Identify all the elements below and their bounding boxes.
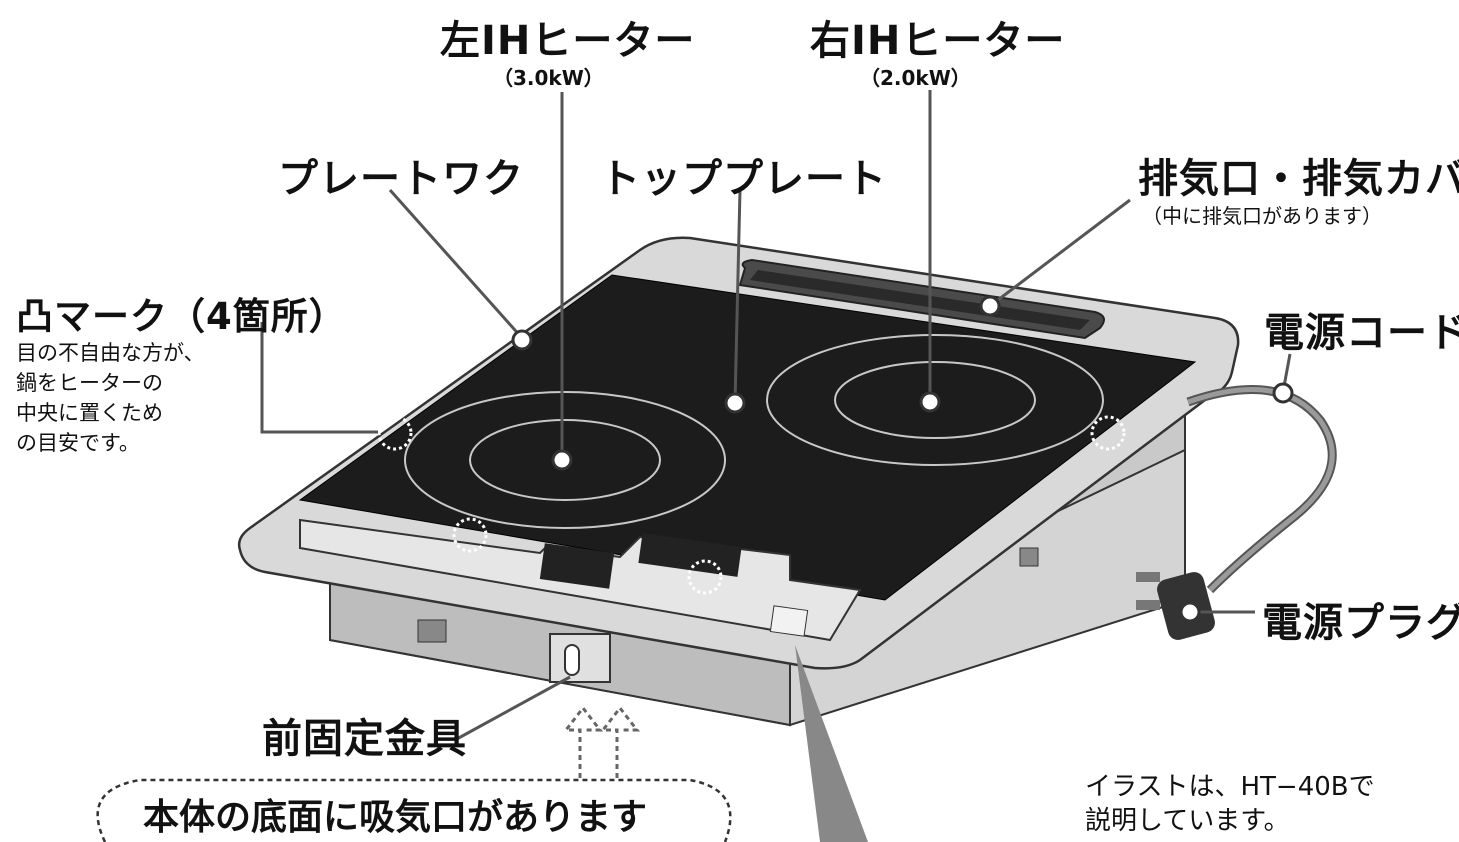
label-left-heater: 左IHヒーター [440,18,696,64]
label-bump-mark: 凸マーク（4箇所） [16,295,347,338]
bump-marks [377,415,1126,595]
label-front-bracket: 前固定金具 [262,716,467,762]
exhaust-grille [738,258,1105,340]
label-bump-note-3: 中央に置くため [16,401,163,425]
leader-dots [511,295,1294,623]
power-plug [1136,572,1215,640]
intake-bubble [96,778,732,842]
leader-lines [260,90,1292,742]
label-top-plate: トッププレート [600,156,887,202]
label-exhaust: 排気口・排気カバー [1138,156,1459,202]
label-intake: 本体の底面に吸気口があります [143,797,648,838]
power-cord [1186,385,1337,594]
label-bump-note-1: 目の不自由な方が、 [16,341,205,365]
vent-slot-left [417,619,447,643]
illustration-note-2: 説明しています。 [1085,806,1290,836]
label-exhaust-note: （中に排気口があります） [1142,204,1382,228]
right-burner [766,334,1104,466]
label-plate-work: プレートワク [278,156,524,202]
illustration-note-1: イラストは、HT−40Bで [1085,772,1375,802]
intake-arrows [562,705,641,778]
vent-slot-right [1019,547,1039,567]
label-bump-note-2: 鍋をヒーターの [16,371,163,395]
control-panel [299,518,862,642]
label-power-cord: 電源コード [1264,310,1459,356]
label-bump-note-4: の目安です。 [16,431,140,455]
label-right-heater-power: （2.0kW） [860,66,971,90]
left-burner [404,391,726,529]
front-bracket [549,633,611,683]
zoom-wedge [795,645,868,842]
label-power-plug: 電源プラグ [1262,600,1459,646]
label-right-heater: 右IHヒーター [810,18,1066,64]
label-left-heater-power: （3.0kW） [493,66,604,90]
